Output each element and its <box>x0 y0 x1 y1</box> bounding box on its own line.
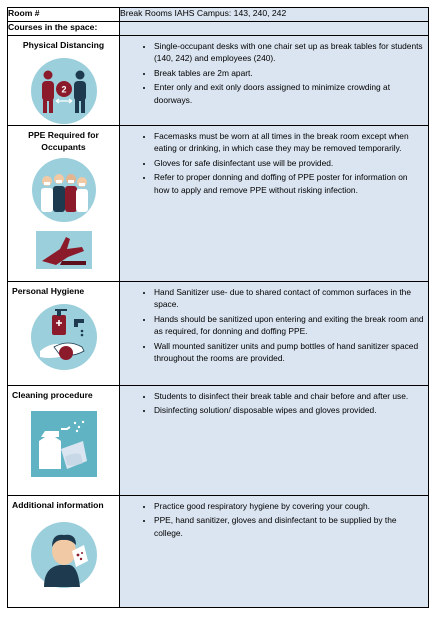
section-content-cell: Single-occupant desks with one chair set… <box>119 35 429 126</box>
section-row-additional-info: Additional information Practice good res… <box>7 495 429 608</box>
gloved-hands-icon <box>35 231 92 269</box>
bullet-item: Disinfecting solution/ disposable wipes … <box>154 404 424 416</box>
courses-label: Courses in the space: <box>7 21 120 36</box>
bullet-list: Facemasks must be worn at all times in t… <box>124 130 424 196</box>
section-title: PPE Required for Occupants <box>28 130 99 152</box>
section-title: Personal Hygiene <box>12 286 85 296</box>
section-row-physical-distancing: Physical Distancing 2 Single-occupant de… <box>7 35 429 126</box>
bullet-item: Facemasks must be worn at all times in t… <box>154 130 424 155</box>
section-row-personal-hygiene: Personal Hygiene Hand Sanitizer use- due… <box>7 281 429 386</box>
section-row-cleaning: Cleaning procedure Students to disinfect… <box>7 385 429 496</box>
section-content-cell: Facemasks must be worn at all times in t… <box>119 125 429 282</box>
bullet-item: Students to disinfect their break table … <box>154 390 424 402</box>
bullet-item: PPE, hand sanitizer, gloves and disinfec… <box>154 514 424 539</box>
spray-bottle-wipe-icon <box>30 411 97 477</box>
courses-value <box>119 21 429 36</box>
room-row: Room # Break Rooms IAHS Campus: 143, 240… <box>7 7 429 22</box>
healthcare-workers-masks-icon <box>31 158 96 222</box>
bullet-item: Hand Sanitizer use- due to shared contac… <box>154 286 424 311</box>
room-value: Break Rooms IAHS Campus: 143, 240, 242 <box>119 7 429 22</box>
bullet-item: Break tables are 2m apart. <box>154 67 424 79</box>
section-title: Additional information <box>12 500 104 510</box>
section-label-cell: Additional information <box>7 495 120 608</box>
section-title: Cleaning procedure <box>12 390 93 400</box>
distance-badge-number: 2 <box>61 85 66 95</box>
courses-row: Courses in the space: <box>7 21 429 36</box>
section-content-cell: Students to disinfect their break table … <box>119 385 429 496</box>
bullet-item: Practice good respiratory hygiene by cov… <box>154 500 424 512</box>
bullet-item: Single-occupant desks with one chair set… <box>154 40 424 65</box>
section-label-cell: PPE Required for Occupants <box>7 125 120 282</box>
bullet-item: Enter only and exit only doors assigned … <box>154 81 424 106</box>
section-label-cell: Personal Hygiene <box>7 281 120 386</box>
section-label-cell: Cleaning procedure <box>7 385 120 496</box>
room-label: Room # <box>7 7 120 22</box>
break-room-safety-table: Room # Break Rooms IAHS Campus: 143, 240… <box>7 7 429 608</box>
bullet-item: Wall mounted sanitizer units and pump bo… <box>154 340 424 365</box>
bullet-list: Single-occupant desks with one chair set… <box>124 40 424 106</box>
hand-washing-icon <box>30 304 97 370</box>
bullet-list: Hand Sanitizer use- due to shared contac… <box>124 286 424 364</box>
section-label-cell: Physical Distancing 2 <box>7 35 120 126</box>
bullet-item: Refer to proper donning and doffing of P… <box>154 171 424 196</box>
bullet-list: Students to disinfect their break table … <box>124 390 424 417</box>
two-people-distancing-icon: 2 <box>30 58 97 124</box>
bullet-list: Practice good respiratory hygiene by cov… <box>124 500 424 539</box>
section-title: Physical Distancing <box>22 40 105 50</box>
section-content-cell: Hand Sanitizer use- due to shared contac… <box>119 281 429 386</box>
cough-into-tissue-icon <box>30 522 97 588</box>
section-row-ppe: PPE Required for Occupants <box>7 125 429 282</box>
bullet-item: Hands should be sanitized upon entering … <box>154 313 424 338</box>
bullet-item: Gloves for safe disinfectant use will be… <box>154 157 424 169</box>
section-content-cell: Practice good respiratory hygiene by cov… <box>119 495 429 608</box>
